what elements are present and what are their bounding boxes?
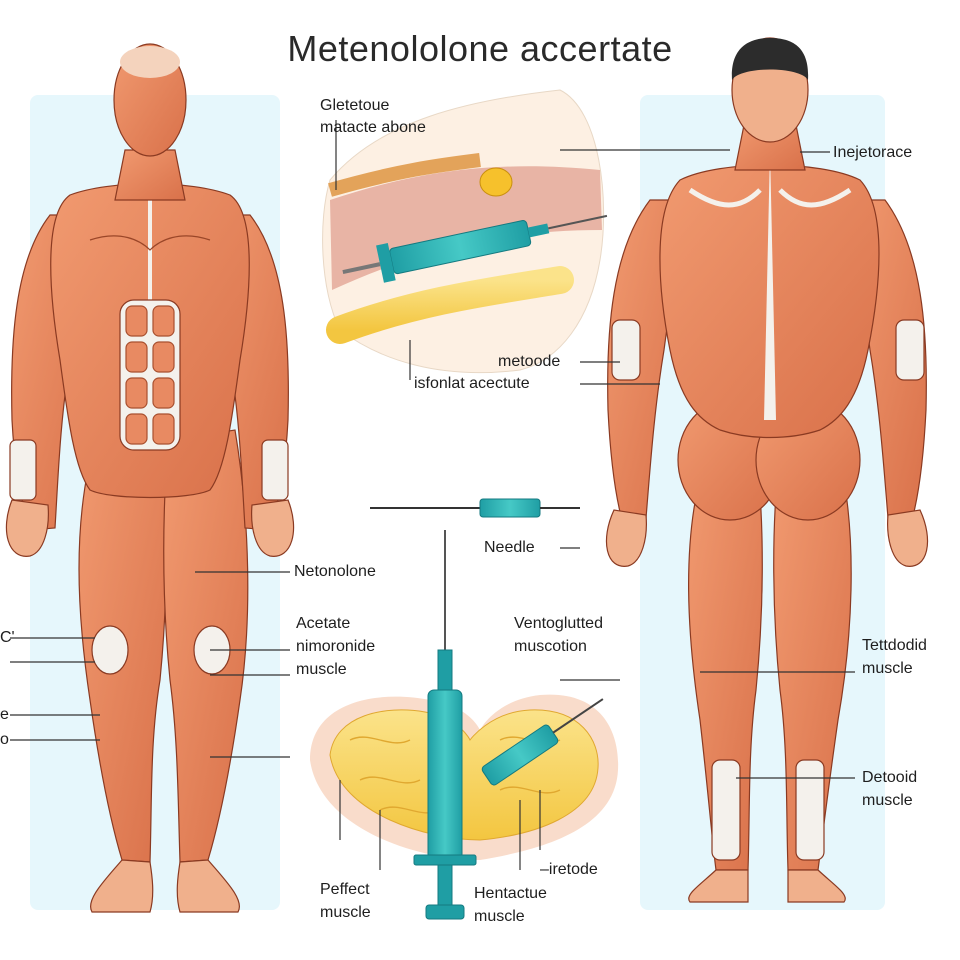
label-inset-top-1: Gletetoue <box>320 97 390 114</box>
label-back-neck: Inejetorace <box>833 144 913 161</box>
diagram-title: Metenololone accertate <box>287 28 673 69</box>
label-edge-2: e <box>0 706 9 723</box>
label-front-thigh: Netonolone <box>294 563 376 580</box>
angled-syringe <box>481 698 604 786</box>
label-inset-bottom-1: metoode <box>498 353 561 370</box>
label-inset-top-2: matacte abone <box>320 119 426 136</box>
leader-lines <box>10 120 855 870</box>
vertical-syringe <box>413 530 477 920</box>
inset-injection-detail <box>322 89 608 374</box>
label-front-left-1: Acetate <box>296 615 351 632</box>
small-syringe <box>370 498 580 518</box>
label-mid-right-2: muscotion <box>514 638 587 655</box>
label-bottom-right: –iretode <box>540 861 598 878</box>
label-bottom-mid-2: muscle <box>474 908 525 925</box>
label-front-left-2: nimoronide <box>296 638 376 655</box>
label-back-ankle-1: Detooid <box>862 769 918 786</box>
back-figure <box>605 37 929 903</box>
label-bottom-left-1: Peffect <box>320 881 370 898</box>
front-figure <box>5 43 295 913</box>
label-mid-right-1: Ventoglutted <box>514 615 603 632</box>
label-needle: Needle <box>484 539 535 556</box>
label-edge-3: o <box>0 731 9 748</box>
label-back-calf-2: muscle <box>862 660 913 677</box>
label-bottom-left-2: muscle <box>320 904 371 921</box>
label-front-left-3: muscle <box>296 661 347 678</box>
label-bottom-mid-1: Hentactue <box>474 885 547 902</box>
label-edge-1: C' <box>0 629 15 646</box>
label-back-calf-1: Tettdodid <box>862 637 927 654</box>
label-back-ankle-2: muscle <box>862 792 913 809</box>
label-inset-bottom-2: isfonlat acectute <box>414 375 530 392</box>
